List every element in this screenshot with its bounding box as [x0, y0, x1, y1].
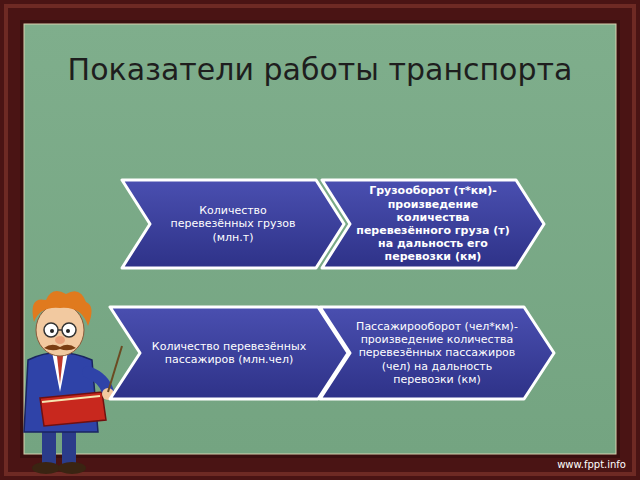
chevron-box: Пассажирооборот (чел*км)- произведение к…	[318, 305, 556, 401]
slide-title: Показатели работы транспорта	[30, 52, 610, 87]
box-text-area: Грузооборот (т*км)- произведение количес…	[356, 182, 510, 266]
chevron-box: Грузооборот (т*км)- произведение количес…	[320, 178, 546, 270]
chevron-box: Количество перевезённых грузов (млн.т)	[120, 178, 346, 270]
box-text: Пассажирооборот (чел*км)- произведение к…	[356, 320, 518, 386]
watermark: www.fppt.info	[557, 459, 626, 470]
box-text-area: Количество перевезённых пассажиров (млн.…	[146, 309, 312, 397]
box-text: Количество перевезённых грузов (млн.т)	[156, 204, 310, 244]
box-text: Количество перевезённых пассажиров (млн.…	[146, 340, 312, 366]
box-text: Грузооборот (т*км)- произведение количес…	[356, 184, 510, 263]
box-text-area: Пассажирооборот (чел*км)- произведение к…	[356, 309, 518, 397]
box-text-area: Количество перевезённых грузов (млн.т)	[156, 182, 310, 266]
chevron-box: Количество перевезённых пассажиров (млн.…	[108, 305, 350, 401]
teacher-illustration	[24, 291, 122, 474]
